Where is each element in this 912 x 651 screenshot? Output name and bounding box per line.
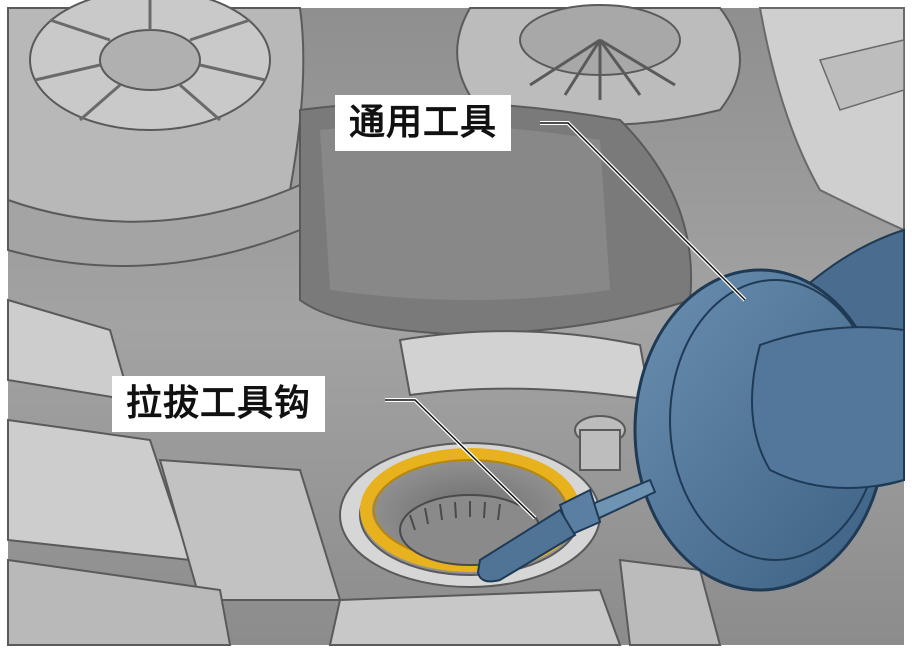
puller-hook — [476, 508, 577, 583]
puller-tool — [476, 228, 905, 592]
mid-ledge — [398, 330, 652, 471]
tool-hub — [751, 326, 905, 489]
label-puller-hook: 拉拔工具钩 — [112, 376, 326, 432]
leader-line-puller — [385, 399, 536, 519]
leader-lines — [385, 121, 747, 520]
leader-line-general — [540, 122, 746, 301]
top-right-grating — [456, 4, 741, 126]
right-housing-wall — [758, 7, 905, 232]
cavity-wall — [320, 124, 610, 300]
bottom-ribs — [328, 558, 722, 646]
left-cylinder-boss — [7, 0, 305, 267]
label-general-tool: 通用工具 — [335, 95, 512, 151]
